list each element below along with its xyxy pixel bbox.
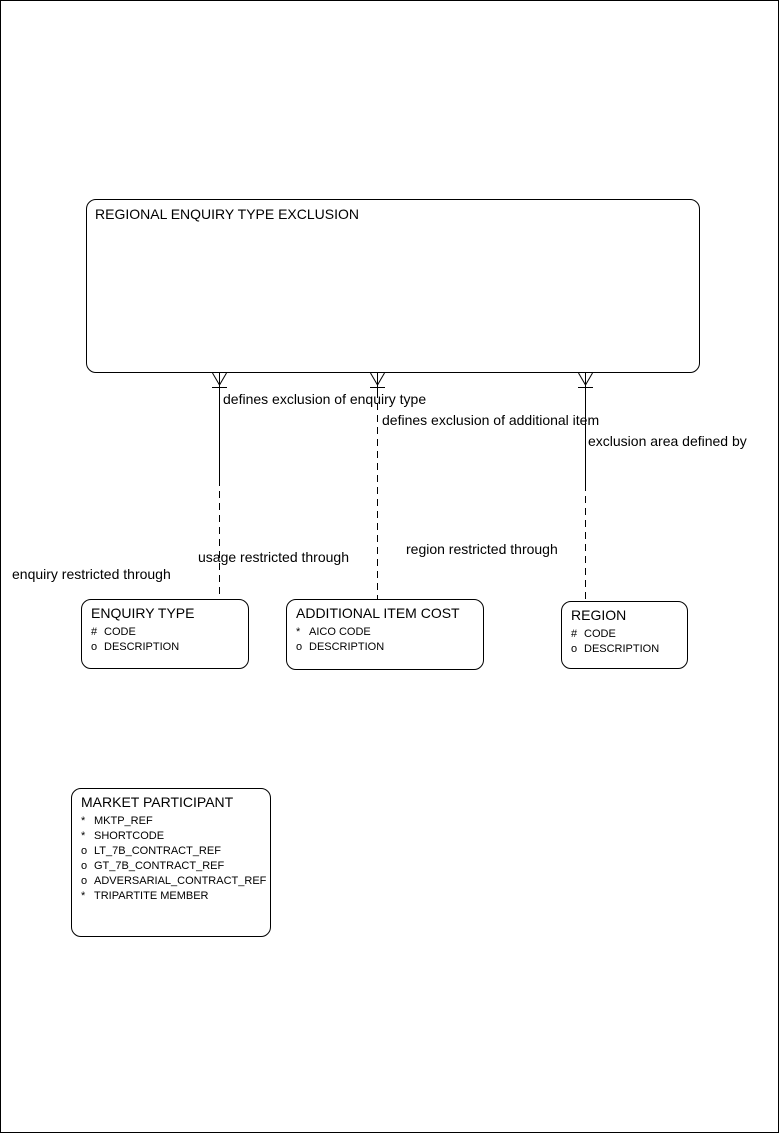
attribute-row: # CODE [571,627,687,642]
entity-region[interactable]: REGION # CODE o DESCRIPTION [561,601,688,669]
crow-foot-icon [370,372,385,386]
attribute-row: # CODE [91,625,248,640]
relationship-label-region-restricted-through: region restricted through [406,541,558,557]
attribute-row: o GT_7B_CONTRACT_REF [81,859,270,874]
crow-foot-icon [212,372,227,386]
attribute-marker: o [81,845,88,857]
entity-title: ADDITIONAL ITEM COST [296,605,460,621]
attribute-marker: o [571,643,578,655]
attribute-name: GT_7B_CONTRACT_REF [94,860,225,872]
entity-market-participant[interactable]: MARKET PARTICIPANT *MKTP_REF *SHORTCODE … [71,788,271,937]
relationship-connector-region[interactable] [578,372,593,601]
attribute-marker: # [571,628,578,640]
attribute-row: o DESCRIPTION [296,640,483,655]
relationship-label-exclusion-area-defined-by: exclusion area defined by [588,433,747,449]
attribute-marker: * [81,815,86,827]
attribute-name: CODE [584,628,616,640]
crow-foot-icon [578,372,593,386]
attribute-name: MKTP_REF [94,815,153,827]
attribute-marker: o [91,641,98,653]
attribute-row: o DESCRIPTION [91,640,248,655]
attribute-name: AICO CODE [309,626,371,638]
attribute-marker: * [81,890,86,902]
attribute-marker: o [81,860,88,872]
relationship-label-defines-exclusion-of-enquiry-type: defines exclusion of enquiry type [223,391,427,407]
attribute-name: DESCRIPTION [584,643,660,655]
relationship-label-usage-restricted-through: usage restricted through [198,549,349,565]
attribute-marker: o [296,641,303,653]
attribute-name: TRIPARTITE MEMBER [94,890,209,902]
relationship-label-enquiry-restricted-through: enquiry restricted through [12,566,171,582]
attribute-marker: * [81,830,86,842]
attribute-row: * SHORTCODE [81,829,270,844]
entity-enquiry-type[interactable]: ENQUIRY TYPE # CODE o DESCRIPTION [81,599,249,669]
entity-title: REGIONAL ENQUIRY TYPE EXCLUSION [95,206,360,222]
attribute-name: DESCRIPTION [309,641,385,653]
entity-regional-enquiry-type-exclusion[interactable]: REGIONAL ENQUIRY TYPE EXCLUSION [86,199,700,373]
entity-title: MARKET PARTICIPANT [81,794,234,810]
entity-title: ENQUIRY TYPE [91,605,195,621]
attribute-name: ADVERSARIAL_CONTRACT_REF [94,875,267,887]
attribute-row: o DESCRIPTION [571,642,687,657]
entity-additional-item-cost[interactable]: ADDITIONAL ITEM COST * AICO CODE o DESCRIP… [286,599,484,670]
attribute-name: SHORTCODE [94,830,165,842]
entity-title: REGION [571,607,627,623]
attribute-row: * TRIPARTITE MEMBER [81,889,270,904]
attribute-row: o LT_7B_CONTRACT_REF [81,844,270,859]
attribute-name: CODE [104,626,136,638]
attribute-marker: o [81,875,88,887]
attribute-row: * MKTP_REF [81,814,270,829]
attribute-name: LT_7B_CONTRACT_REF [94,845,221,857]
attribute-row: * AICO CODE [296,625,483,640]
attribute-row: o ADVERSARIAL_CONTRACT_REF [81,874,270,889]
attribute-marker: # [91,626,98,638]
attribute-name: DESCRIPTION [104,641,180,653]
relationship-label-defines-exclusion-of-additional-item: defines exclusion of additional item [382,412,600,428]
attribute-marker: * [296,626,301,638]
